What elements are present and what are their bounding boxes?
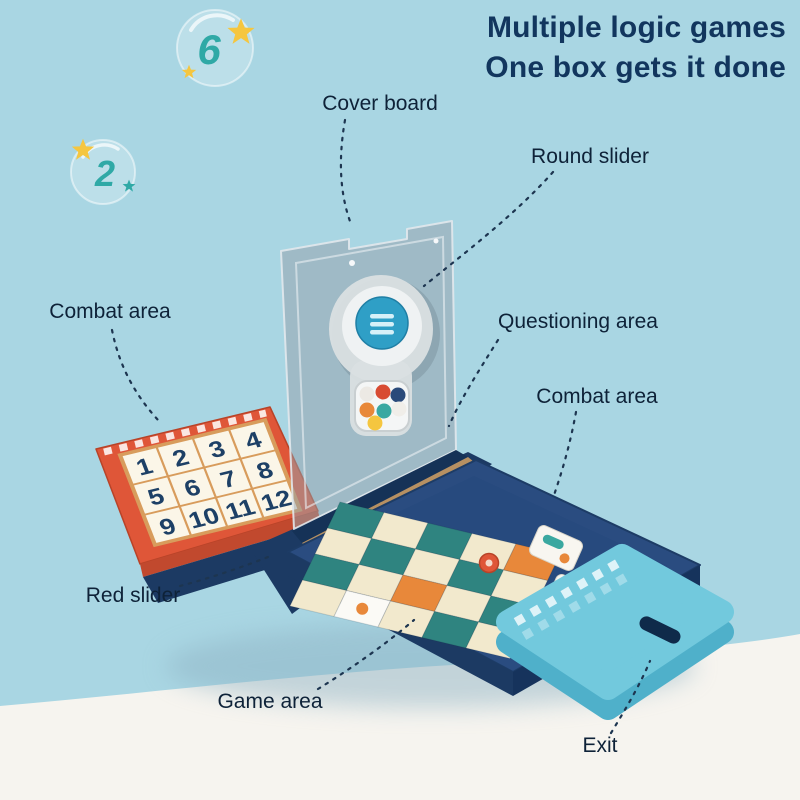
checker-cap bbox=[513, 559, 621, 626]
star-icon bbox=[227, 18, 255, 44]
leader-red-slider bbox=[178, 555, 270, 588]
label-combat-area-left: Combat area bbox=[49, 300, 171, 323]
checker-cap bbox=[521, 573, 629, 640]
star-icon bbox=[181, 64, 197, 79]
leader-round-slider bbox=[422, 170, 555, 288]
bubble-number: 6 bbox=[197, 26, 221, 73]
red-slider-knob bbox=[478, 552, 500, 574]
leader-exit bbox=[609, 659, 652, 735]
leader-combat-right bbox=[551, 410, 578, 500]
headline-line-1: Multiple logic games bbox=[486, 11, 786, 44]
label-cover-board: Cover board bbox=[322, 92, 438, 115]
label-round-slider: Round slider bbox=[531, 145, 649, 168]
checker-rim bbox=[103, 409, 267, 456]
label-combat-area-right: Combat area bbox=[536, 385, 658, 408]
bubble-6: 6 bbox=[176, 9, 255, 87]
star-icon bbox=[122, 179, 136, 192]
left-board-edge bbox=[140, 511, 321, 577]
cyan-end-cap bbox=[496, 544, 734, 720]
headline: Multiple logic games One box gets it don… bbox=[485, 8, 786, 87]
label-questioning-area: Questioning area bbox=[498, 310, 658, 333]
sparkle-icon bbox=[433, 238, 439, 244]
tile-sticker bbox=[356, 602, 369, 615]
number-grid: 1 2 3 4 5 6 7 8 9 10 11 12 bbox=[117, 417, 303, 548]
cover-board bbox=[280, 220, 457, 530]
exit-slot bbox=[639, 616, 681, 644]
bubble-2: 2 bbox=[70, 138, 136, 205]
star-icon bbox=[71, 138, 95, 160]
leader-questioning bbox=[447, 338, 500, 428]
label-red-slider: Red slider bbox=[85, 584, 181, 607]
ball-window bbox=[354, 380, 410, 432]
label-game-area: Game area bbox=[217, 690, 323, 713]
headline-line-2: One box gets it done bbox=[485, 50, 786, 84]
label-exit: Exit bbox=[582, 734, 618, 757]
leader-combat-left bbox=[110, 328, 160, 422]
leader-cover-board bbox=[339, 118, 353, 226]
bubble-number: 2 bbox=[94, 153, 115, 194]
sparkle-icon bbox=[349, 260, 355, 266]
